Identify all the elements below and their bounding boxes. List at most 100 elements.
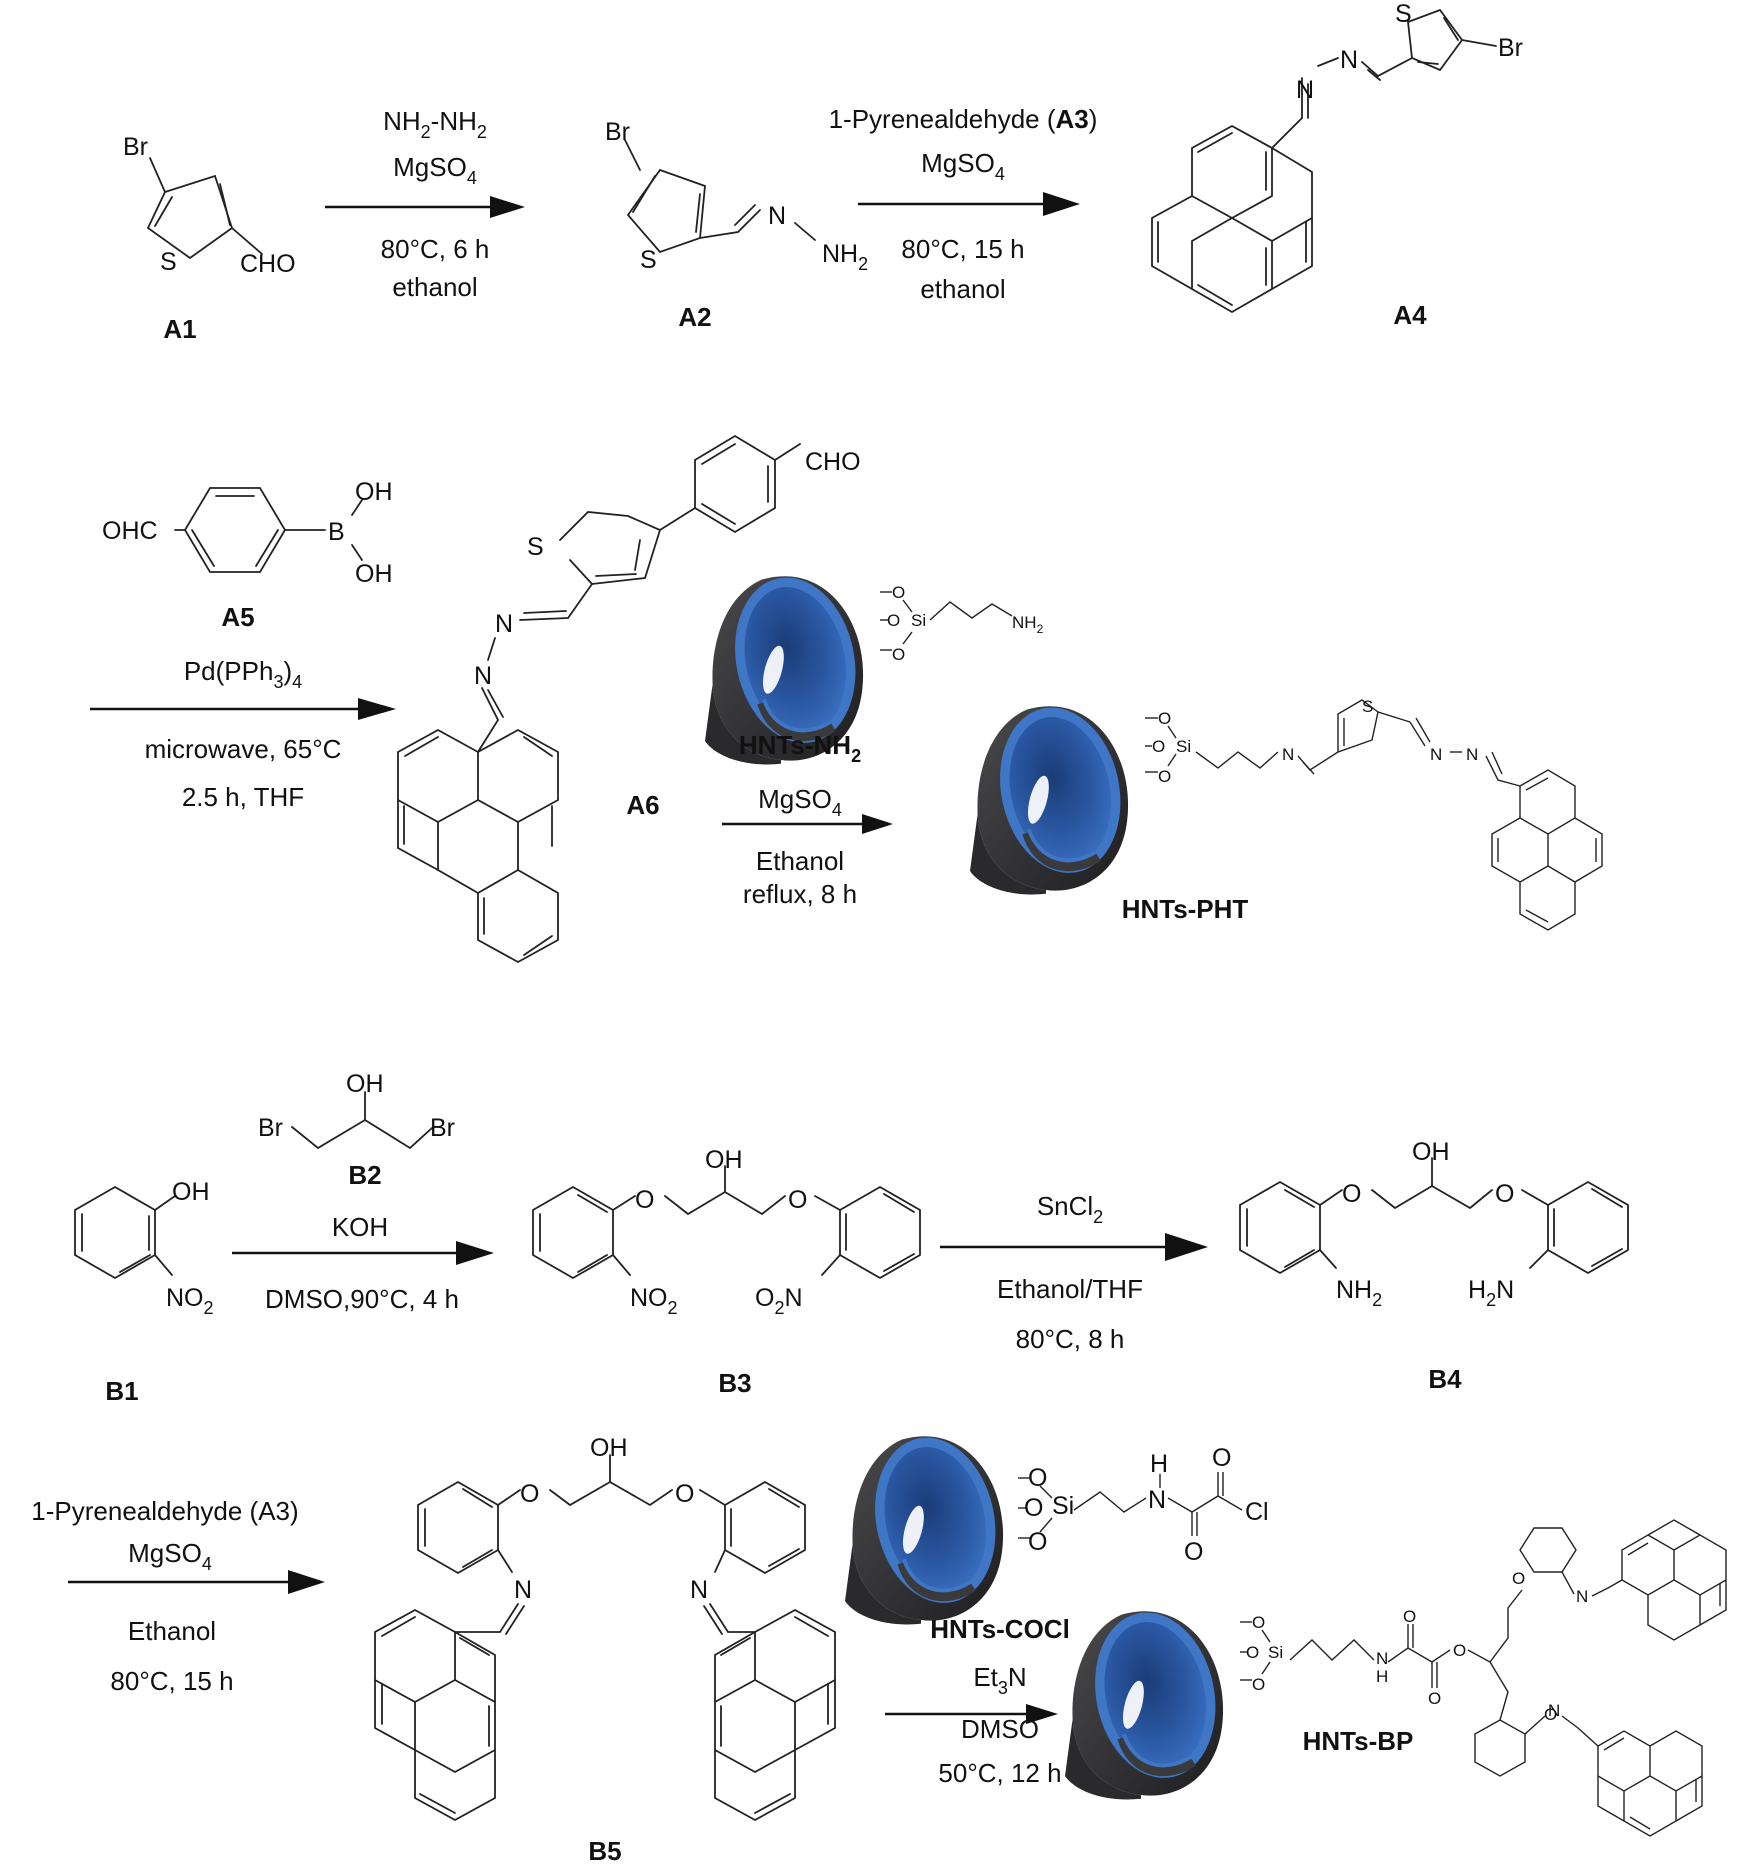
atom-cl: Cl — [1245, 1498, 1269, 1526]
atom-oh: OH — [355, 478, 393, 506]
atom-o: O — [892, 583, 905, 602]
atom-s: S — [1362, 697, 1373, 716]
atom-o: O — [1212, 1444, 1231, 1472]
atom-cho: CHO — [240, 250, 296, 278]
reaction-arrow-step7: 1-Pyrenealdehyde (A3) MgSO4 Ethanol 80°C… — [31, 1496, 325, 1696]
atom-si: Si — [911, 611, 926, 630]
halloysite-nanotube-icon — [845, 1426, 1010, 1624]
atom-br: Br — [1498, 34, 1523, 62]
atom-n: N — [1282, 745, 1294, 764]
compound-b4: OH O O NH2 H2N B4 — [1239, 1138, 1629, 1394]
condition-heating: microwave, 65°C — [145, 734, 342, 764]
atom-s: S — [160, 248, 177, 276]
atom-n: N — [1148, 1486, 1166, 1514]
atom-o: O — [1428, 1689, 1441, 1708]
atom-n: N — [1466, 745, 1478, 764]
atom-n: N — [1430, 745, 1442, 764]
atom-n: N — [495, 610, 513, 638]
atom-o: O — [1158, 767, 1171, 786]
atom-o: O — [1158, 709, 1171, 728]
atom-n: N — [474, 662, 492, 690]
compound-hnts-pht: O O Si O N S N N HNTs-PHT — [970, 696, 1603, 931]
compound-label-hnts-pht: HNTs-PHT — [1122, 894, 1249, 924]
atom-n: N — [1548, 1701, 1560, 1720]
atom-br: Br — [123, 133, 148, 161]
condition-temp-time: 50°C, 12 h — [938, 1758, 1061, 1788]
compound-label-b4: B4 — [1428, 1364, 1462, 1394]
atom-n: N — [768, 202, 786, 230]
atom-oh: OH — [705, 1146, 743, 1174]
compound-b3: OH O O NO2 O2N B3 — [532, 1146, 921, 1398]
compound-label-a2: A2 — [678, 302, 711, 332]
atom-si: Si — [1052, 1492, 1074, 1520]
compound-label-hnts-cocl: HNTs-COCl — [930, 1614, 1070, 1644]
halloysite-nanotube-icon — [1065, 1601, 1230, 1799]
atom-o: O — [887, 611, 900, 630]
compound-label-b3: B3 — [718, 1368, 751, 1398]
condition-solvent: Ethanol — [756, 846, 844, 876]
compound-b5: OH O O N N B5 — [374, 1434, 836, 1865]
compound-b2: OH Br Br B2 — [258, 1070, 455, 1190]
compound-label-a6: A6 — [626, 790, 659, 820]
reaction-arrow-step8: Et3N DMSO 50°C, 12 h — [885, 1662, 1062, 1788]
reagent-reductant: SnCl2 — [1037, 1191, 1103, 1227]
reaction-arrow-step2: 1-Pyrenealdehyde (A3) MgSO4 80°C, 15 h e… — [829, 104, 1098, 304]
atom-n: N — [690, 1576, 708, 1604]
reagent-catalyst: Pd(PPh3)4 — [184, 656, 302, 692]
atom-o: O — [1495, 1180, 1514, 1208]
reaction-arrow-step5: KOH DMSO,90°C, 4 h — [232, 1212, 494, 1314]
atom-n: N — [1376, 1649, 1388, 1668]
atom-o: O — [1342, 1180, 1361, 1208]
atom-br: Br — [430, 1114, 455, 1142]
reaction-arrow-step4: MgSO4 Ethanol reflux, 8 h — [722, 784, 893, 909]
atom-h: H — [1376, 1667, 1388, 1686]
atom-n: N — [1296, 76, 1314, 104]
compound-label-a4: A4 — [1393, 300, 1427, 330]
atom-o: O — [1453, 1641, 1466, 1660]
atom-o: O — [635, 1186, 654, 1214]
atom-oh: OH — [172, 1178, 210, 1206]
atom-br: Br — [258, 1114, 283, 1142]
reagent-base: Et3N — [973, 1662, 1026, 1698]
reagent-base: KOH — [332, 1212, 388, 1242]
atom-h: H — [1150, 1450, 1168, 1478]
compound-a6: CHO S N N A6 — [397, 434, 861, 964]
compound-label-b1: B1 — [105, 1376, 138, 1406]
reagent-pyrenealdehyde: 1-Pyrenealdehyde (A3) — [31, 1496, 298, 1526]
condition-temp-time: 80°C, 8 h — [1016, 1324, 1125, 1354]
reaction-arrow-step6: SnCl2 Ethanol/THF 80°C, 8 h — [940, 1191, 1208, 1354]
atom-ohc: OHC — [102, 517, 158, 545]
reagent-hydrazine: NH2-NH2 — [383, 106, 487, 142]
atom-o: O — [1028, 1528, 1047, 1556]
compound-a1: Br S CHO A1 — [123, 133, 296, 344]
reagent-mgso4: MgSO4 — [393, 152, 477, 188]
atom-oh: OH — [346, 1070, 384, 1098]
atom-nh2: NH2 — [1012, 613, 1044, 636]
compound-label-a1: A1 — [163, 314, 196, 344]
compound-a2: Br S N NH2 A2 — [605, 118, 868, 332]
compound-a5: OHC B OH OH A5 — [102, 478, 393, 632]
compound-label-hnts-nh2: HNTs-NH2 — [739, 730, 861, 766]
compound-label-hnts-bp: HNTs-BP — [1303, 1726, 1414, 1756]
atom-o: O — [1184, 1538, 1203, 1566]
atom-nh2: NH2 — [822, 240, 868, 274]
reaction-arrow-step3: Pd(PPh3)4 microwave, 65°C 2.5 h, THF — [90, 656, 396, 812]
atom-o: O — [1252, 1613, 1265, 1632]
atom-s: S — [640, 246, 657, 274]
condition-solvent: ethanol — [392, 272, 477, 302]
atom-o: O — [520, 1480, 539, 1508]
condition-temp-time: 80°C, 15 h — [901, 234, 1024, 264]
atom-si: Si — [1268, 1643, 1283, 1662]
atom-s: S — [527, 533, 544, 561]
compound-label-a5: A5 — [221, 602, 254, 632]
atom-n: N — [514, 1576, 532, 1604]
compound-b1: OH NO2 B1 — [74, 1178, 214, 1406]
atom-nh2: NH2 — [1336, 1276, 1382, 1310]
condition-solvent: Ethanol — [128, 1616, 216, 1646]
atom-o: O — [1024, 1494, 1043, 1522]
atom-o: O — [1028, 1464, 1047, 1492]
condition-solvent: DMSO — [961, 1714, 1039, 1744]
reagent-mgso4: MgSO4 — [921, 148, 1005, 184]
atom-o: O — [1152, 737, 1165, 756]
halloysite-nanotube-icon — [970, 696, 1135, 894]
